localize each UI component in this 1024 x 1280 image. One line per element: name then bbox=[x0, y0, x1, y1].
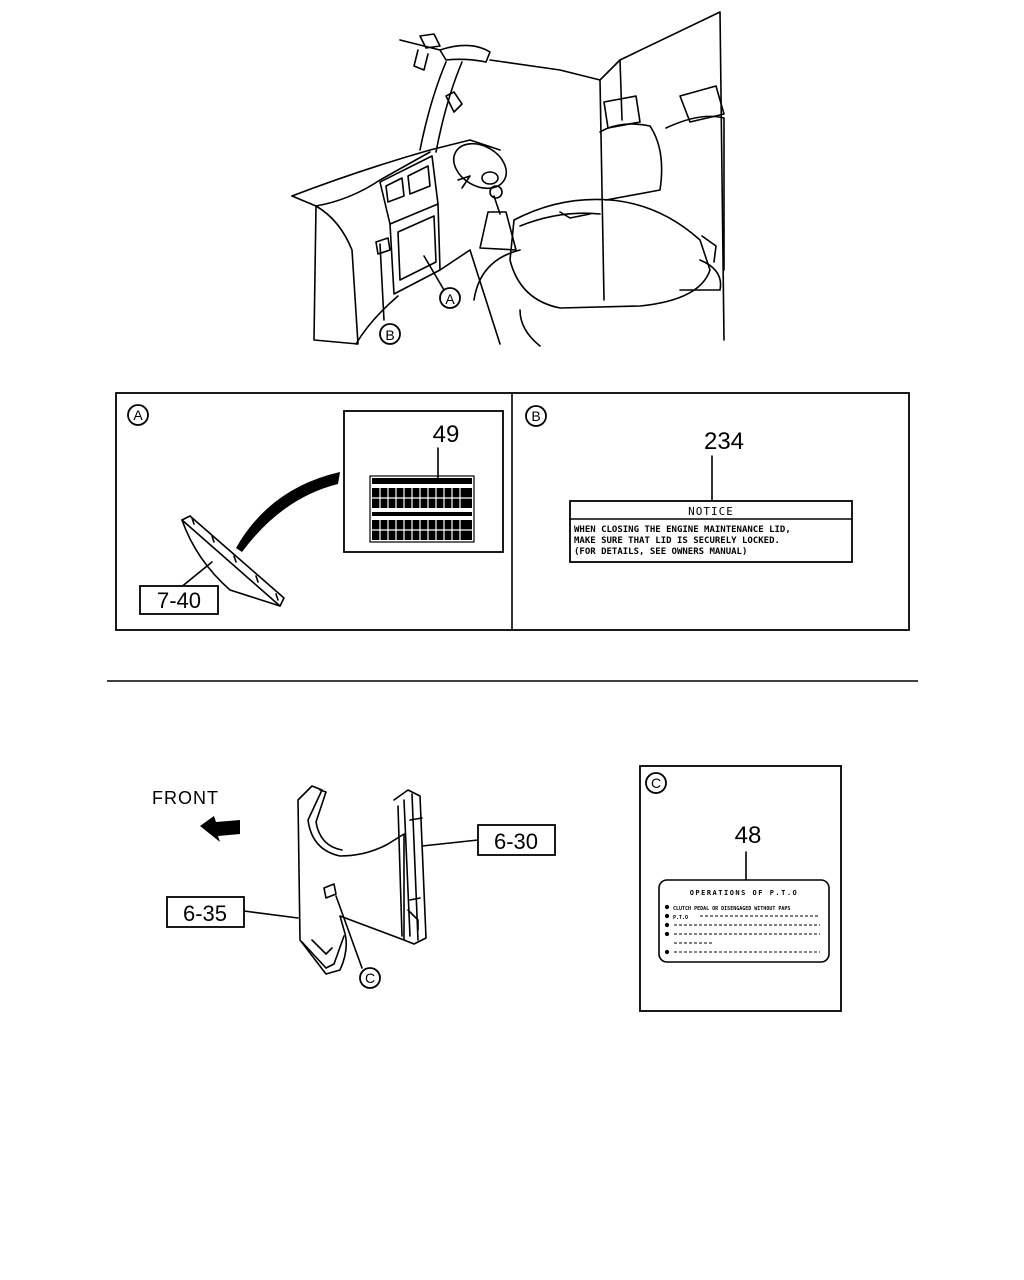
ref-code-box-6-35 bbox=[166, 896, 245, 928]
callout-c-circle bbox=[359, 967, 381, 989]
front-direction-arrow bbox=[200, 816, 240, 842]
callout-c-lower: C bbox=[365, 970, 375, 986]
panel-a-callout-circle bbox=[127, 404, 149, 426]
pto-label bbox=[658, 879, 830, 963]
ref-code-7-40: 7-40 bbox=[157, 588, 201, 613]
detail-panel-b bbox=[525, 405, 853, 563]
callout-a-top: A bbox=[445, 291, 455, 307]
part-number-48: 48 bbox=[735, 822, 762, 849]
fuse-label-graphic bbox=[369, 475, 475, 543]
detail-panel-a bbox=[127, 404, 504, 615]
panel-b-callout: B bbox=[531, 408, 540, 424]
detail-panel-c bbox=[639, 765, 842, 1012]
pto-label-line-1: CLUTCH PEDAL OR DISENGAGED WITHOUT PAPS bbox=[673, 906, 790, 912]
panel-a-callout: A bbox=[133, 407, 143, 423]
ref-code-6-35: 6-35 bbox=[183, 901, 227, 926]
ref-code-box-7-40 bbox=[139, 585, 219, 615]
notice-line-2: MAKE SURE THAT LID IS SECURELY LOCKED. bbox=[574, 536, 780, 546]
cover-panel bbox=[181, 515, 285, 607]
pto-label-line-2: P.T.O bbox=[673, 915, 688, 921]
notice-label bbox=[569, 500, 853, 563]
ref-code-box-6-30 bbox=[477, 824, 556, 856]
panel-b-callout-circle bbox=[525, 405, 547, 427]
cab-interior-illustration bbox=[291, 11, 725, 347]
callout-b-top: B bbox=[385, 327, 394, 343]
pto-label-dotted-lines bbox=[664, 904, 820, 955]
pto-label-heading: OPERATIONS OF P.T.O bbox=[690, 889, 799, 897]
trim-panel-illustration bbox=[166, 785, 556, 989]
panel-c-callout: C bbox=[651, 775, 661, 791]
part-number-49: 49 bbox=[433, 421, 460, 448]
front-label: FRONT bbox=[152, 788, 219, 808]
part-number-234: 234 bbox=[704, 428, 744, 455]
notice-line-1: WHEN CLOSING THE ENGINE MAINTENANCE LID, bbox=[574, 525, 791, 535]
notice-line-3: (FOR DETAILS, SEE OWNERS MANUAL) bbox=[574, 547, 747, 557]
pointer-arrow bbox=[236, 472, 340, 552]
notice-heading: NOTICE bbox=[688, 505, 734, 518]
panel-c-callout-circle bbox=[645, 772, 667, 794]
ref-code-6-30: 6-30 bbox=[494, 829, 538, 854]
